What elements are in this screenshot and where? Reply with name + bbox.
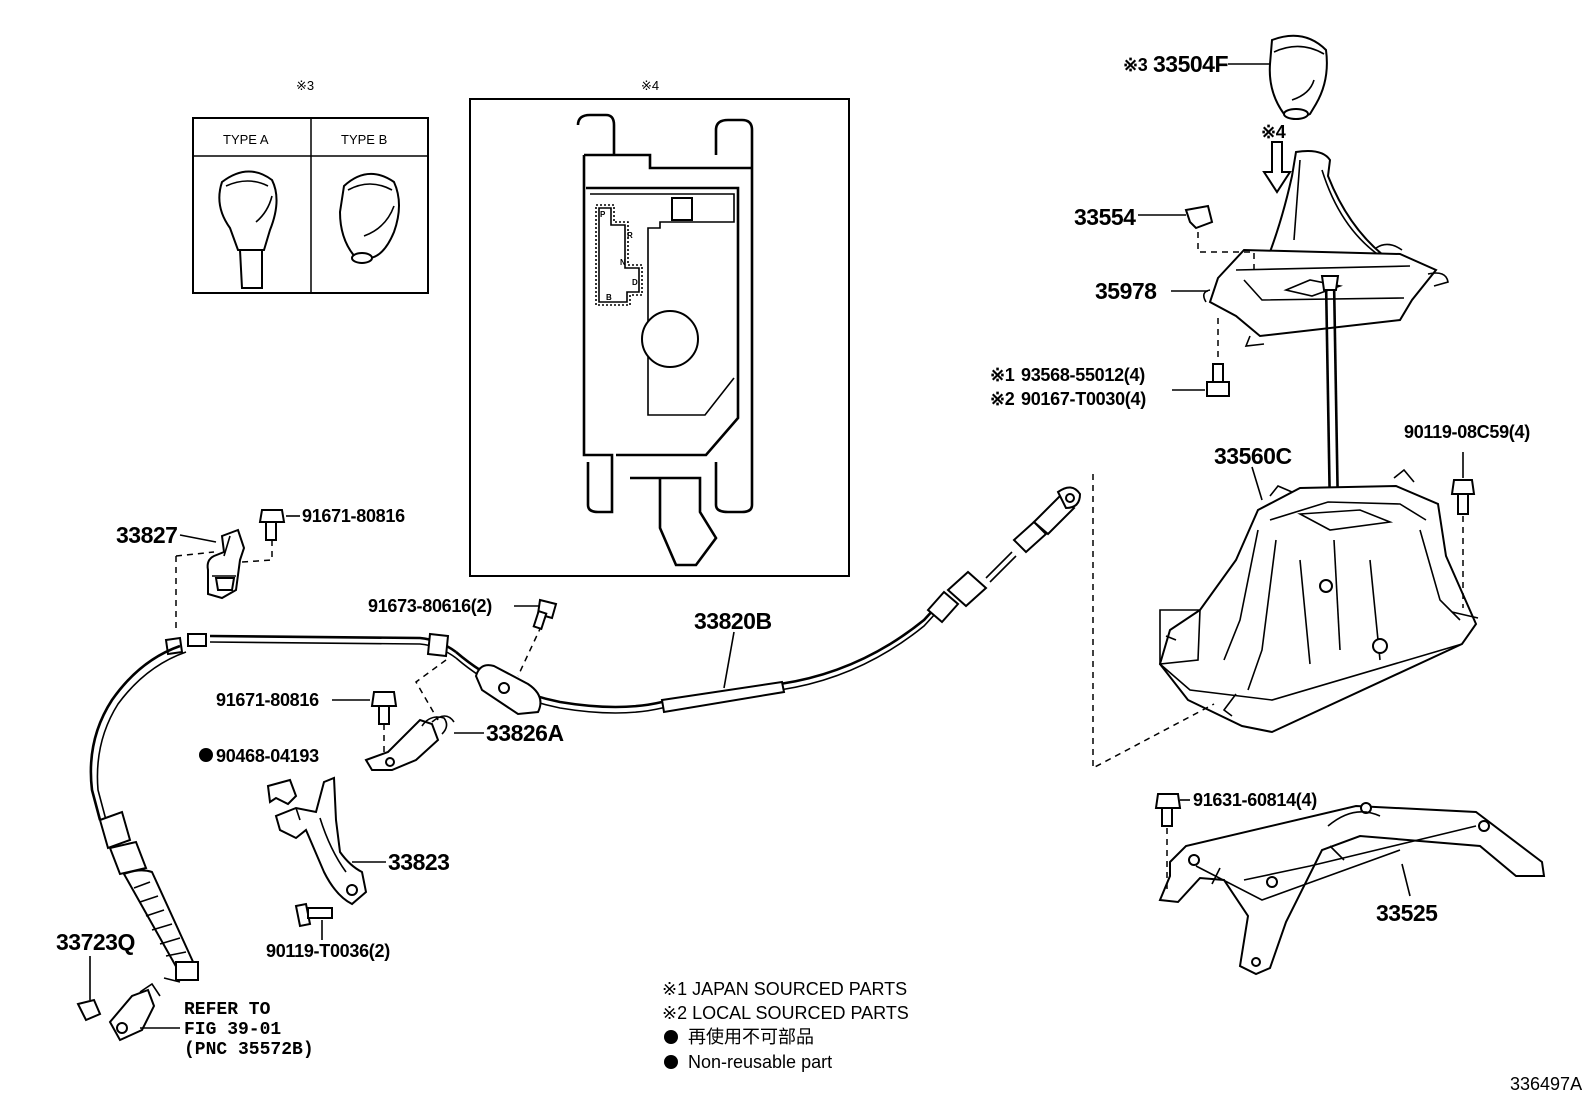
mark-3-knob: ※3 [1123, 55, 1148, 75]
inset-b-mark: ※4 [641, 78, 659, 93]
part-label-33525: 33525 [1376, 900, 1438, 926]
legend-notes: ※1 JAPAN SOURCED PARTS ※2 LOCAL SOURCED … [662, 979, 909, 1072]
knob-type-inset: ※3 TYPE A TYPE B [192, 78, 429, 294]
legend-dot-en [664, 1055, 678, 1069]
bolt-91631-icon [1154, 793, 1190, 890]
part-label-90119-t0036: 90119-T0036(2) [266, 941, 390, 961]
shift-gate-inset: ※4 P R N D B [469, 78, 850, 577]
part-label-91631: 91631-60814(4) [1193, 790, 1317, 810]
illustration-id: 336497A [1510, 1074, 1582, 1094]
clip-33554-icon [1138, 204, 1255, 274]
knob-type-a-icon [218, 170, 278, 289]
note-non-reusable-jp: 再使用不可部品 [688, 1027, 814, 1047]
mark-2-bolt: ※2 [990, 389, 1015, 409]
indicator-housing-35978 [1202, 150, 1449, 347]
bolt-90119-08c59-icon [1450, 452, 1476, 608]
shift-knob-33504f [1228, 34, 1328, 120]
part-label-33826a: 33826A [486, 720, 564, 746]
cable-bracket-33827 [175, 509, 286, 628]
part-label-90468: 90468-04193 [216, 746, 319, 766]
part-label-33723q: 33723Q [56, 929, 135, 955]
gate-letter-p: P [600, 210, 606, 219]
note-japan-sourced: ※1 JAPAN SOURCED PARTS [662, 979, 907, 999]
bolt-90119-t0036-icon [294, 902, 333, 940]
gate-letter-r: R [627, 231, 633, 240]
clip-90468-icon [266, 778, 298, 806]
part-label-33823: 33823 [388, 849, 449, 875]
refer-line-2: FIG 39-01 [184, 1020, 281, 1040]
refer-line-1: REFER TO [184, 1000, 271, 1020]
inset-a-mark: ※3 [296, 78, 314, 93]
part-label-93568: 93568-55012(4) [1021, 365, 1145, 385]
part-label-35978: 35978 [1095, 278, 1157, 304]
refer-line-3: (PNC 35572B) [184, 1040, 314, 1060]
legend-dot-jp [664, 1030, 678, 1044]
shift-cable-33820b [89, 486, 1082, 983]
mark-1-bolt: ※1 [990, 365, 1015, 385]
bracket-33823 [274, 776, 368, 906]
part-label-33560c: 33560C [1214, 443, 1292, 469]
part-label-33554: 33554 [1074, 204, 1136, 230]
part-label-91673: 91673-80616(2) [368, 596, 492, 616]
non-reusable-dot-90468 [199, 748, 213, 762]
cable-clamp-33826a [364, 659, 455, 771]
type-b-label: TYPE B [341, 132, 387, 147]
mark-4-arrow: ※4 [1261, 122, 1286, 142]
type-a-label: TYPE A [223, 132, 269, 147]
part-label-33820b: 33820B [694, 608, 772, 634]
part-label-33827: 33827 [116, 522, 177, 548]
part-label-90167: 90167-T0030(4) [1021, 389, 1146, 409]
part-label-91671-b: 91671-80816 [216, 690, 319, 710]
part-label-90119-08c59: 90119-08C59(4) [1404, 422, 1530, 442]
lever-bracket-33525 [1158, 802, 1546, 976]
cable-retainer-plate [474, 598, 558, 716]
refer-bracket-icon [108, 982, 161, 1042]
knob-type-b-icon [338, 173, 400, 264]
note-local-sourced: ※2 LOCAL SOURCED PARTS [662, 1003, 909, 1023]
gate-letter-n: N [620, 258, 626, 267]
shift-lever-assembly-33560c [1158, 275, 1479, 734]
gate-letter-d: D [632, 278, 638, 287]
part-label-33504f: 33504F [1153, 51, 1228, 77]
housing-bolt-icon [1172, 318, 1230, 397]
note-non-reusable-en: Non-reusable part [688, 1052, 832, 1072]
gate-letter-b: B [606, 293, 612, 302]
part-label-91671-a: 91671-80816 [302, 506, 405, 526]
grommet-33723q-icon [76, 998, 102, 1022]
